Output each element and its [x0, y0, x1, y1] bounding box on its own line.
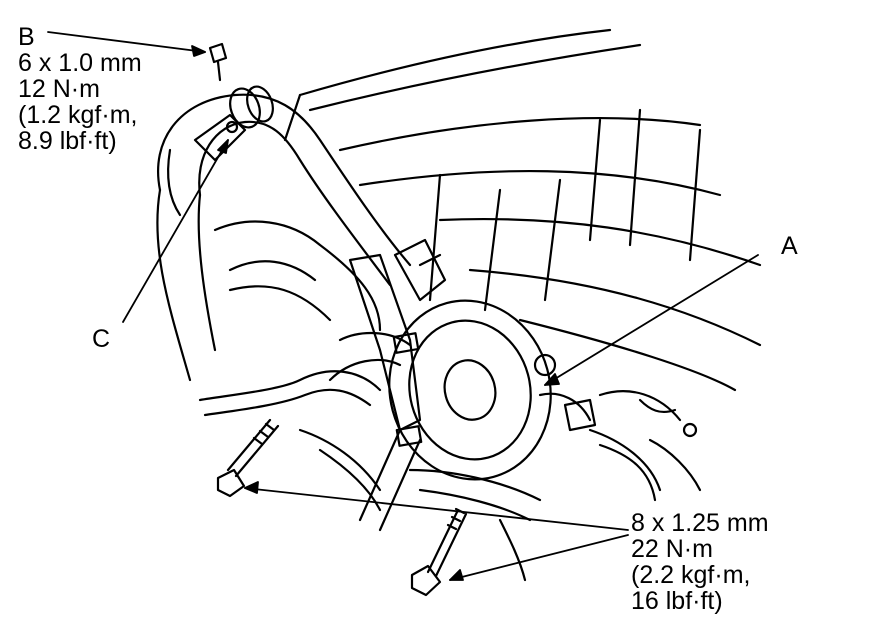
leader-c	[122, 139, 229, 323]
right-side-parts	[598, 390, 702, 492]
hose-bracket	[166, 42, 247, 217]
spec-b-torque-nm: 12 N·m	[18, 75, 100, 103]
bolt-spec-torque-nm: 22 N·m	[631, 535, 713, 563]
leader-bolt-right	[449, 534, 629, 581]
lower-left-hose	[156, 188, 382, 382]
leader-lines	[47, 31, 759, 581]
mounting-bolt-left	[216, 418, 280, 498]
callout-b-block: B 6 x 1.0 mm 12 N·m (1.2 kgf·m, 8.9 lbf·…	[18, 24, 142, 154]
bolt-spec-size: 8 x 1.25 mm	[631, 509, 769, 537]
callout-c: C	[92, 325, 111, 353]
callout-b: B	[18, 23, 35, 51]
bolt-spec-block: 8 x 1.25 mm 22 N·m (2.2 kgf·m, 16 lbf·ft…	[631, 510, 769, 614]
spec-b-size: 6 x 1.0 mm	[18, 49, 142, 77]
leader-bolt-left	[244, 487, 629, 531]
lower-brackets	[198, 370, 542, 582]
upper-hose	[157, 85, 447, 302]
spec-b-torque-kgf: (1.2 kgf·m,	[18, 101, 138, 129]
bolt-spec-torque-kgf: (2.2 kgf·m,	[631, 561, 751, 589]
mounting-bolt-right	[410, 507, 468, 597]
bolt-spec-torque-lbf: 16 lbf·ft)	[631, 587, 723, 615]
leader-b	[47, 31, 206, 53]
pump-assembly	[328, 253, 662, 502]
leader-a	[544, 254, 759, 386]
callout-a: A	[781, 232, 798, 260]
spec-b-torque-lbf: 8.9 lbf·ft)	[18, 127, 117, 155]
engine-body-outline	[283, 28, 762, 392]
